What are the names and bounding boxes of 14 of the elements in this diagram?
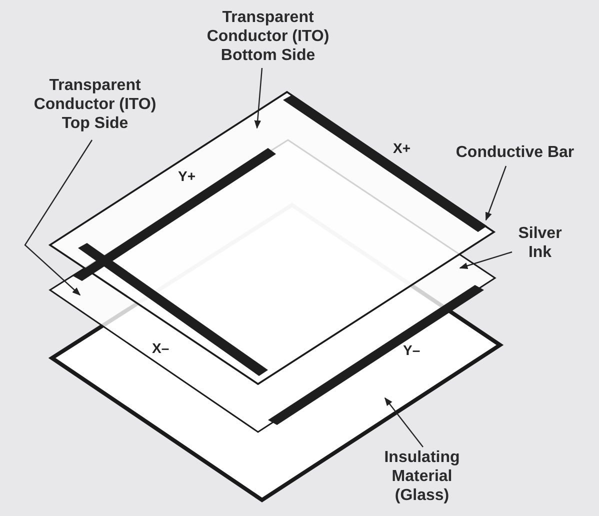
bar-label: Y+ xyxy=(178,168,196,184)
bar-label: X+ xyxy=(393,140,411,156)
leader-line xyxy=(254,68,263,129)
callout-text: Conductive Bar xyxy=(440,143,590,162)
leader-line xyxy=(384,397,424,448)
callout-text: Transparent Conductor (ITO) Bottom Side xyxy=(198,8,338,65)
leader-line xyxy=(459,251,512,269)
callout-text: Insulating Material (Glass) xyxy=(372,448,472,505)
bar-label: X– xyxy=(152,340,170,356)
bar-label: Y– xyxy=(403,342,420,358)
leader-line xyxy=(485,166,507,221)
leader-line xyxy=(24,140,92,296)
callout-text: Transparent Conductor (ITO) Top Side xyxy=(20,76,170,133)
callout-text: Silver Ink xyxy=(505,224,575,262)
